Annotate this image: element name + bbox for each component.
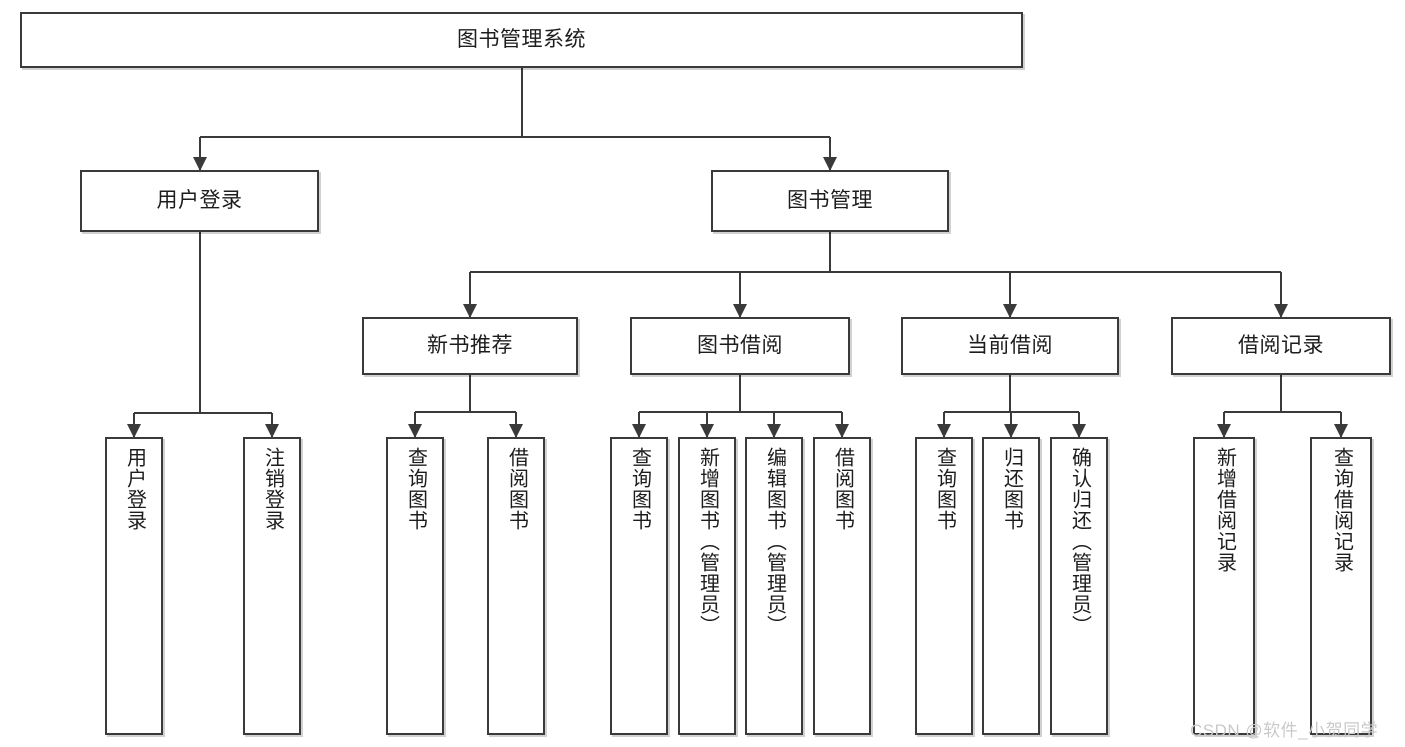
connector-vertical	[1009, 375, 1011, 412]
node-leaf-borrow-book-1[interactable]: 借阅图书	[487, 437, 545, 735]
node-book-management-system[interactable]: 图书管理系统	[20, 12, 1023, 68]
arrowhead-icon	[463, 304, 477, 318]
connector-vertical	[198, 232, 201, 413]
arrowhead-icon	[509, 424, 523, 438]
node-book-borrow[interactable]: 图书借阅	[630, 317, 850, 375]
node-label: 借阅图书	[831, 447, 854, 531]
node-label: 借阅记录	[1238, 334, 1324, 358]
node-label: 新书推荐	[427, 334, 513, 358]
node-new-book-recommend[interactable]: 新书推荐	[362, 317, 578, 375]
node-leaf-user-login[interactable]: 用户登录	[105, 437, 163, 735]
node-leaf-borrow-book-2[interactable]: 借阅图书	[813, 437, 871, 735]
arrowhead-icon	[823, 157, 837, 171]
connector-horizontal	[199, 136, 830, 138]
connector-vertical	[1280, 375, 1282, 412]
connector-horizontal	[470, 271, 1281, 273]
arrowhead-icon	[1217, 424, 1231, 438]
node-leaf-add-borrow-record[interactable]: 新增借阅记录	[1193, 437, 1255, 735]
node-label: 归还图书	[1000, 447, 1023, 531]
connector-vertical	[739, 272, 741, 317]
node-book-manage[interactable]: 图书管理	[711, 170, 949, 232]
connector-horizontal	[1224, 411, 1341, 413]
node-borrow-record[interactable]: 借阅记录	[1171, 317, 1391, 375]
node-leaf-query-book-1[interactable]: 查询图书	[386, 437, 444, 735]
arrowhead-icon	[1274, 304, 1288, 318]
node-label: 用户登录	[156, 189, 243, 213]
node-label: 图书管理系统	[457, 28, 586, 52]
arrowhead-icon	[1004, 424, 1018, 438]
node-label: 注销登录	[261, 447, 284, 531]
node-leaf-confirm-return[interactable]: 确认归还（管理员）	[1050, 437, 1108, 735]
node-label: 图书借阅	[697, 334, 783, 358]
node-label: 当前借阅	[967, 334, 1053, 358]
connector-vertical	[739, 375, 741, 412]
node-user-login[interactable]: 用户登录	[80, 170, 319, 232]
arrowhead-icon	[1003, 304, 1017, 318]
node-label: 编辑图书（管理员）	[763, 447, 786, 636]
connector-vertical	[1280, 272, 1282, 317]
connector-vertical	[469, 272, 471, 317]
arrowhead-icon	[835, 424, 849, 438]
node-label: 确认归还（管理员）	[1068, 447, 1091, 636]
arrowhead-icon	[408, 424, 422, 438]
node-leaf-return-book[interactable]: 归还图书	[982, 437, 1040, 735]
node-leaf-add-book[interactable]: 新增图书（管理员）	[678, 437, 736, 735]
node-label: 借阅图书	[505, 447, 528, 531]
connector-horizontal	[639, 411, 842, 413]
connector-vertical	[469, 375, 471, 412]
arrowhead-icon	[265, 424, 279, 438]
node-leaf-query-book-2[interactable]: 查询图书	[610, 437, 668, 735]
node-label: 查询借阅记录	[1330, 447, 1353, 573]
node-label: 查询图书	[933, 447, 956, 531]
connector-vertical	[829, 137, 831, 170]
connector-vertical	[1009, 272, 1011, 317]
node-label: 新增借阅记录	[1213, 447, 1236, 573]
node-leaf-query-borrow-record[interactable]: 查询借阅记录	[1310, 437, 1372, 735]
connector-vertical	[198, 137, 201, 170]
arrowhead-icon	[733, 304, 747, 318]
connector-vertical	[829, 232, 831, 272]
node-current-borrow[interactable]: 当前借阅	[901, 317, 1119, 375]
connector-horizontal	[415, 411, 516, 413]
connector-horizontal	[134, 412, 272, 414]
node-label: 查询图书	[628, 447, 651, 531]
arrowhead-icon	[192, 157, 207, 171]
arrowhead-icon	[632, 424, 646, 438]
arrowhead-icon	[700, 424, 714, 438]
arrowhead-icon	[1334, 424, 1348, 438]
connector-vertical	[520, 68, 523, 137]
node-leaf-logout[interactable]: 注销登录	[243, 437, 301, 735]
node-label: 新增图书（管理员）	[696, 447, 719, 636]
arrowhead-icon	[767, 424, 781, 438]
arrowhead-icon	[127, 424, 141, 438]
arrowhead-icon	[1072, 424, 1086, 438]
node-label: 查询图书	[404, 447, 427, 531]
node-label: 图书管理	[787, 189, 873, 213]
node-leaf-query-book-3[interactable]: 查询图书	[915, 437, 973, 735]
node-label: 用户登录	[123, 447, 146, 531]
node-leaf-edit-book[interactable]: 编辑图书（管理员）	[745, 437, 803, 735]
csdn-watermark: CSDN @软件_小贺同学	[1190, 721, 1379, 740]
arrowhead-icon	[937, 424, 951, 438]
